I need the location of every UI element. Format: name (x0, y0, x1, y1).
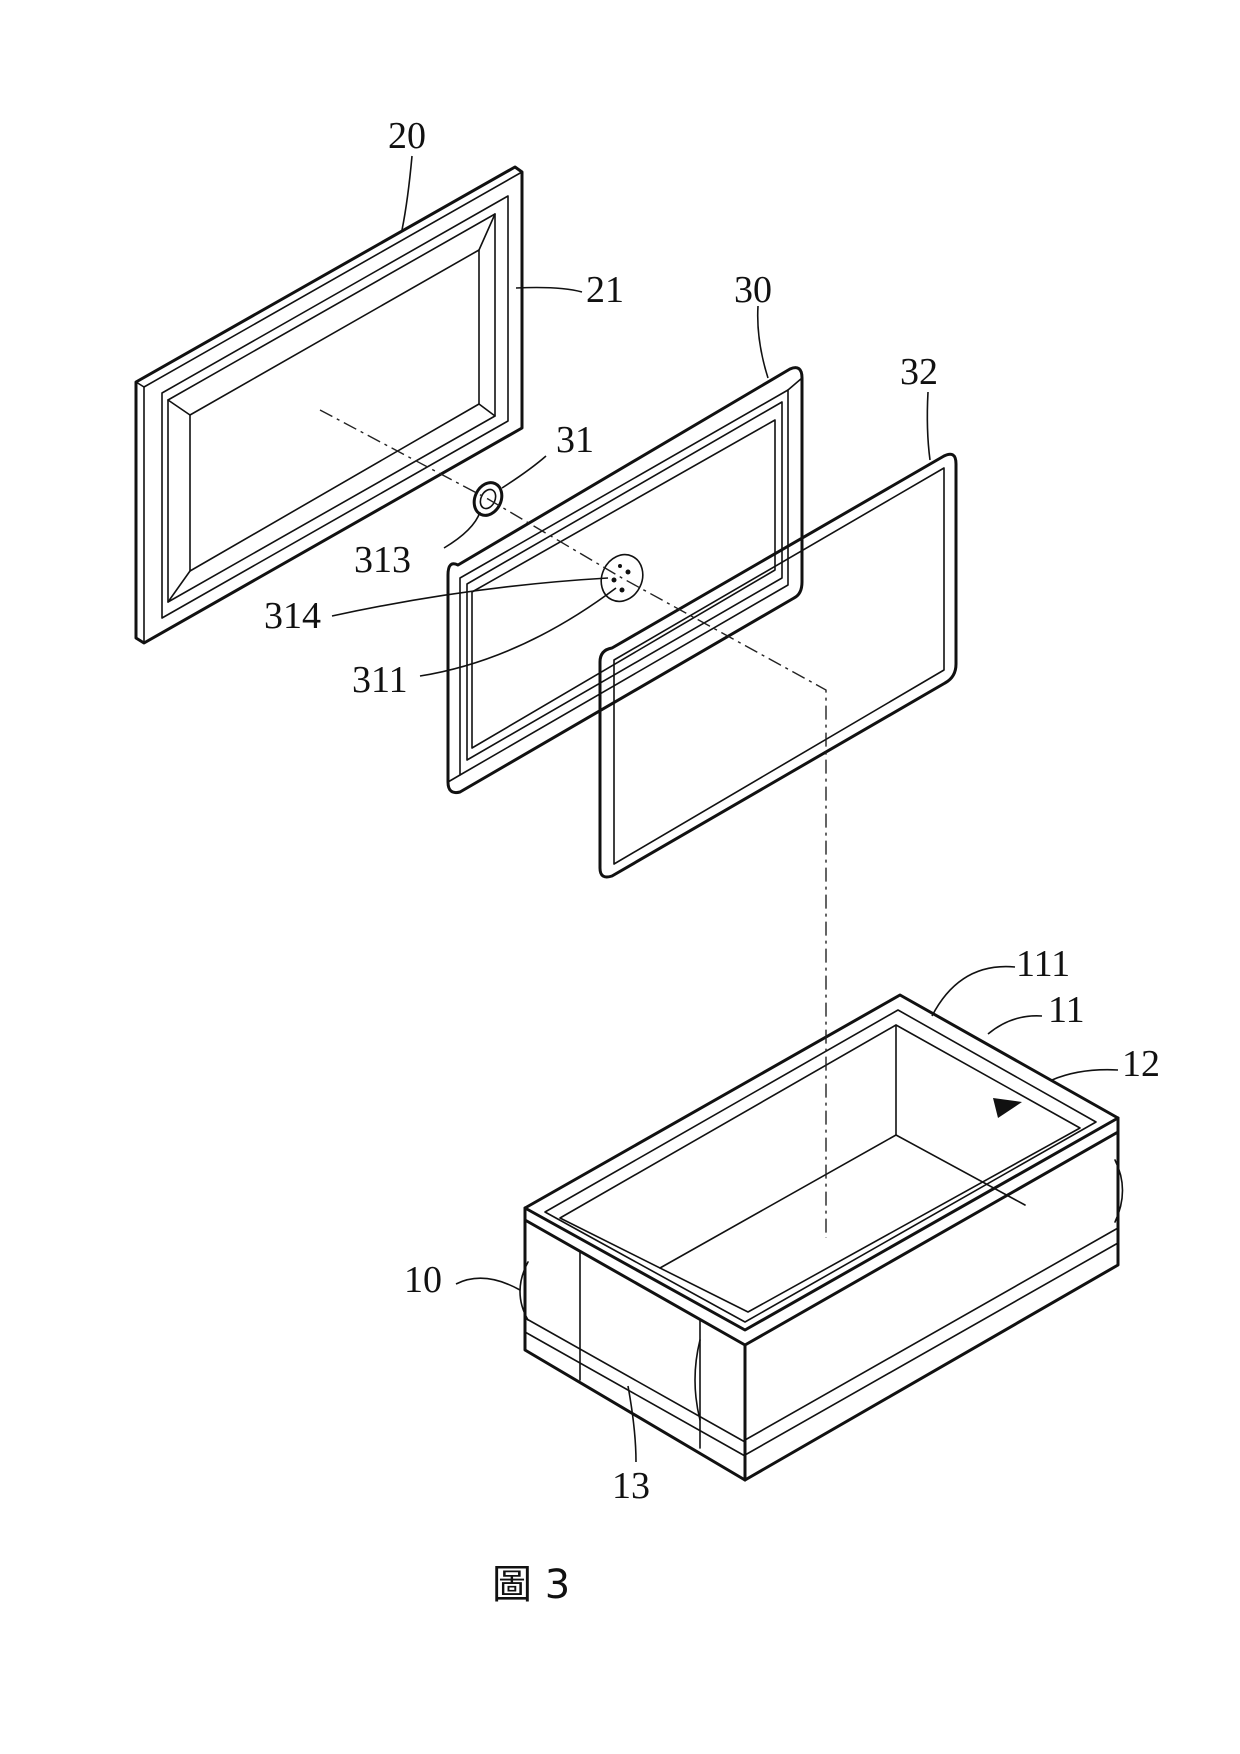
label-10: 10 (404, 1259, 442, 1301)
label-31: 31 (556, 419, 594, 461)
label-30: 30 (734, 269, 772, 311)
label-21: 21 (586, 269, 624, 311)
label-13: 13 (612, 1465, 650, 1507)
label-32: 32 (900, 351, 938, 393)
label-11: 11 (1048, 989, 1085, 1031)
gasket-32 (600, 454, 956, 877)
label-313: 313 (354, 539, 411, 581)
inner-tray-30 (448, 368, 802, 793)
reference-labels: 20 21 30 32 31 313 314 311 111 11 12 10 … (264, 115, 1160, 1507)
figure-caption: 圖 3 (492, 1562, 570, 1608)
label-111: 111 (1016, 943, 1070, 985)
label-311: 311 (352, 659, 408, 701)
lid-cover-20 (136, 167, 522, 643)
label-314: 314 (264, 595, 321, 637)
label-12: 12 (1122, 1043, 1160, 1085)
base-container-10 (520, 995, 1123, 1480)
label-20: 20 (388, 115, 426, 157)
